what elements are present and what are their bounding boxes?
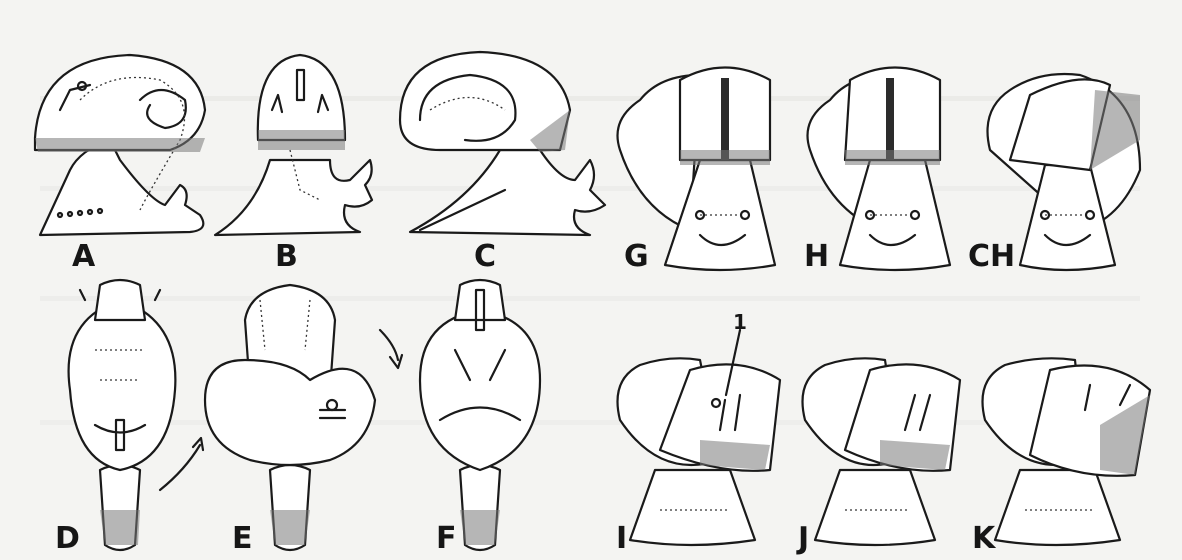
panel-a-drawing bbox=[35, 55, 205, 235]
callout-number: 1 bbox=[733, 310, 747, 334]
panel-k-drawing bbox=[983, 358, 1151, 545]
panel-label-d: D bbox=[55, 524, 80, 554]
panel-c-drawing bbox=[400, 52, 605, 235]
panel-e-drawing bbox=[205, 285, 375, 550]
panel-label-j: J bbox=[798, 524, 809, 554]
panel-i-drawing bbox=[618, 330, 781, 545]
panel-label-k: K bbox=[972, 524, 995, 554]
panel-label-a: A bbox=[72, 242, 95, 272]
panel-label-e: E bbox=[232, 524, 253, 554]
panel-f-drawing bbox=[420, 280, 540, 550]
panel-label-h: H bbox=[804, 242, 829, 272]
panel-label-c: C bbox=[474, 242, 496, 272]
panel-d-drawing bbox=[69, 280, 176, 550]
panel-b-drawing bbox=[215, 55, 372, 235]
panel-label-g: G bbox=[624, 242, 649, 272]
panel-label-i: I bbox=[616, 524, 627, 554]
panel-label-ch: CH bbox=[968, 242, 1015, 272]
panel-label-f: F bbox=[436, 524, 457, 554]
panel-label-b: B bbox=[275, 242, 298, 272]
panel-j-drawing bbox=[803, 358, 961, 545]
